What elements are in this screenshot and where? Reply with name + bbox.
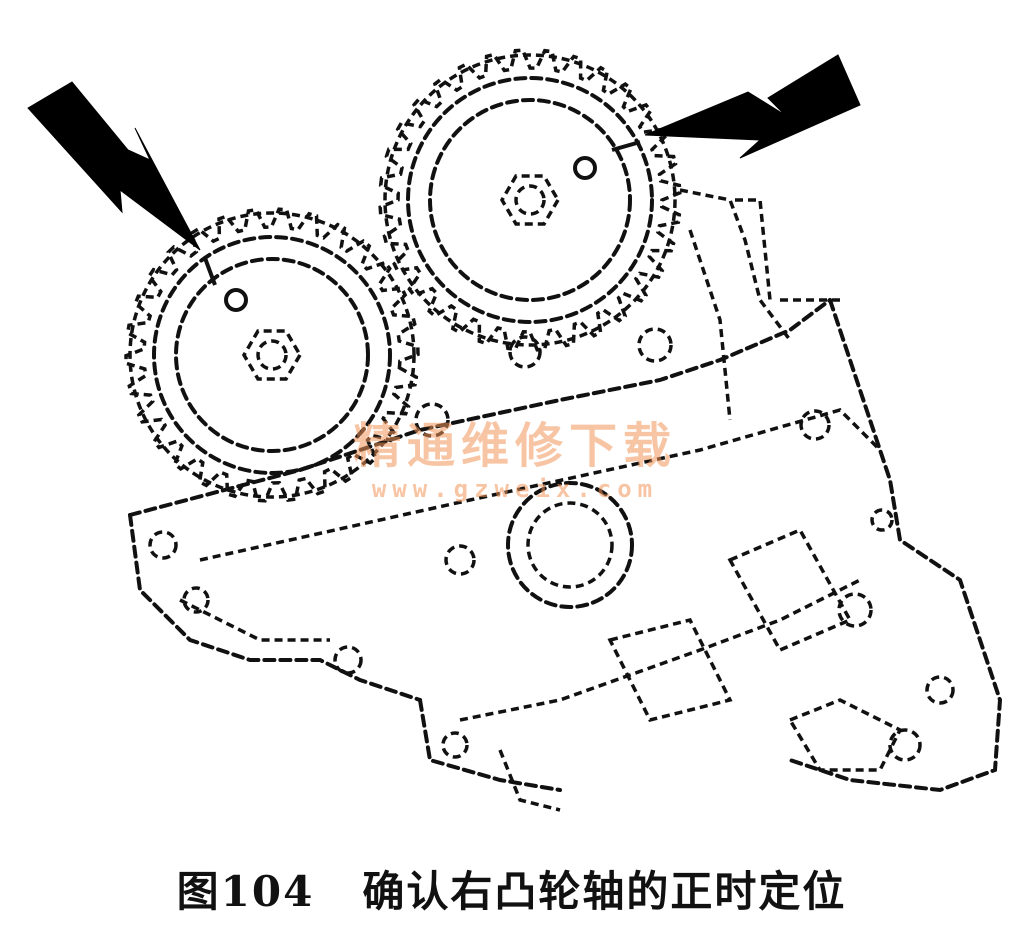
left-arrow-icon bbox=[27, 81, 201, 251]
engine-timing-diagram bbox=[27, 48, 1003, 812]
right-camshaft-sprocket bbox=[378, 48, 682, 352]
sprocket-teeth bbox=[378, 48, 682, 352]
caption-text: 确认右凸轮轴的正时定位 bbox=[362, 867, 847, 916]
idler-pulley bbox=[506, 481, 634, 609]
figure-number: 图104 bbox=[176, 867, 315, 916]
right-timing-mark bbox=[611, 140, 641, 152]
right-arrow-icon bbox=[644, 54, 861, 159]
sprocket-teeth bbox=[124, 207, 420, 503]
left-timing-mark bbox=[203, 257, 217, 286]
left-camshaft-sprocket bbox=[124, 207, 420, 503]
figure-caption: 图104 确认右凸轮轴的正时定位 bbox=[0, 858, 1023, 919]
left-hex-nut bbox=[241, 329, 303, 381]
engine-block-outline bbox=[128, 188, 1003, 812]
bolt-holes bbox=[148, 327, 955, 762]
right-timing-dot bbox=[573, 156, 597, 180]
left-timing-dot bbox=[224, 288, 248, 312]
right-hex-nut bbox=[499, 174, 561, 226]
